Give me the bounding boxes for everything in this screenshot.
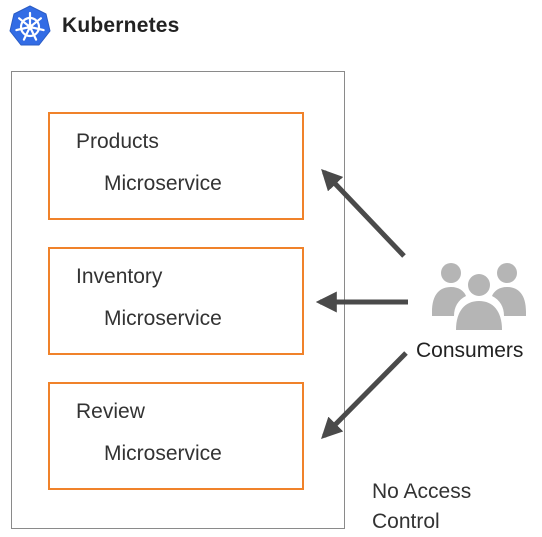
access-note-line: Control (372, 510, 440, 533)
service-kind: Microservice (104, 172, 222, 195)
service-kind: Microservice (104, 307, 222, 330)
access-control-note: No Access Control (372, 477, 532, 537)
service-name: Inventory (76, 265, 163, 288)
products-microservice-box: Products Microservice (48, 112, 304, 220)
header-title: Kubernetes (62, 14, 180, 37)
service-name: Review (76, 400, 145, 423)
service-name: Products (76, 130, 159, 153)
consumers-label: Consumers (416, 339, 524, 362)
inventory-microservice-box: Inventory Microservice (48, 247, 304, 355)
access-note-line: No Access (372, 480, 472, 503)
kubernetes-logo-icon (9, 5, 51, 46)
people-group-icon (432, 263, 526, 330)
header: Kubernetes (8, 4, 180, 48)
service-kind: Microservice (104, 442, 222, 465)
review-microservice-box: Review Microservice (48, 382, 304, 490)
